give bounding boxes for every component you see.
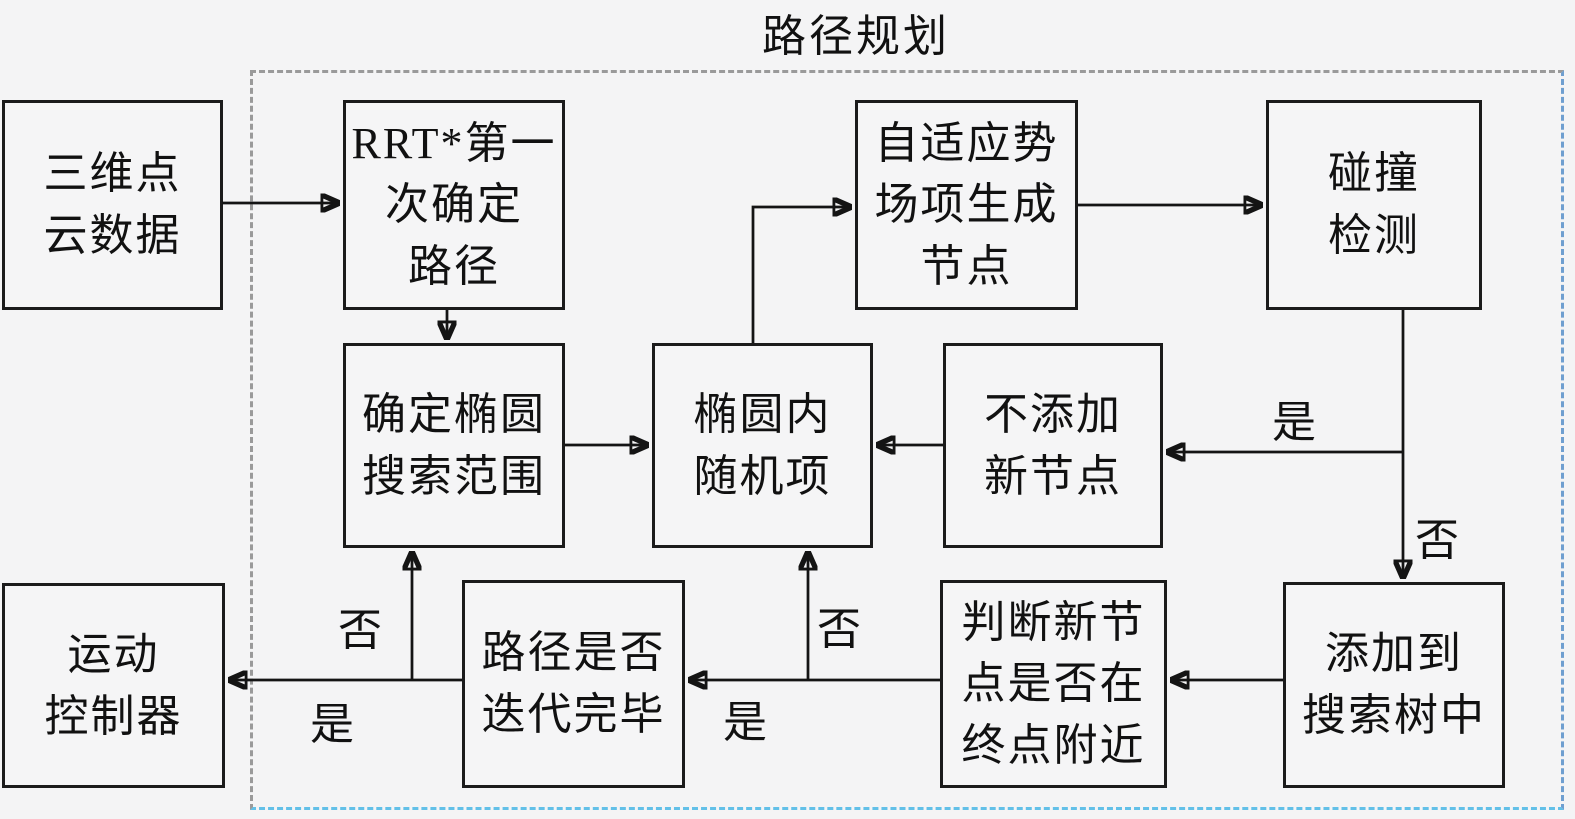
node-iteration-done: 路径是否 迭代完毕 [462,580,685,788]
node-motion-controller: 运动 控制器 [2,583,225,788]
label-collision-no: 否 [1415,516,1459,565]
node-point-cloud: 三维点 云数据 [2,100,223,310]
label-near-goal-yes: 是 [723,698,767,747]
label-iteration-yes: 是 [310,700,354,749]
label-collision-yes: 是 [1272,398,1316,447]
node-add-to-tree: 添加到 搜索树中 [1283,582,1505,788]
node-ellipse-random: 椭圆内 随机项 [652,343,873,548]
path-planning-boundary [250,70,1564,810]
node-ellipse-range: 确定椭圆 搜索范围 [343,343,565,548]
label-iteration-no: 否 [338,606,382,655]
node-collision-detect: 碰撞 检测 [1266,100,1482,310]
node-near-goal-check: 判断新节 点是否在 终点附近 [940,580,1167,788]
label-near-goal-no: 否 [817,605,861,654]
node-rrt-first-path: RRT*第一 次确定 路径 [343,100,565,310]
node-no-new-node: 不添加 新节点 [943,343,1163,548]
node-adaptive-field: 自适应势 场项生成 节点 [855,100,1078,310]
diagram-title: 路径规划 [762,12,950,61]
